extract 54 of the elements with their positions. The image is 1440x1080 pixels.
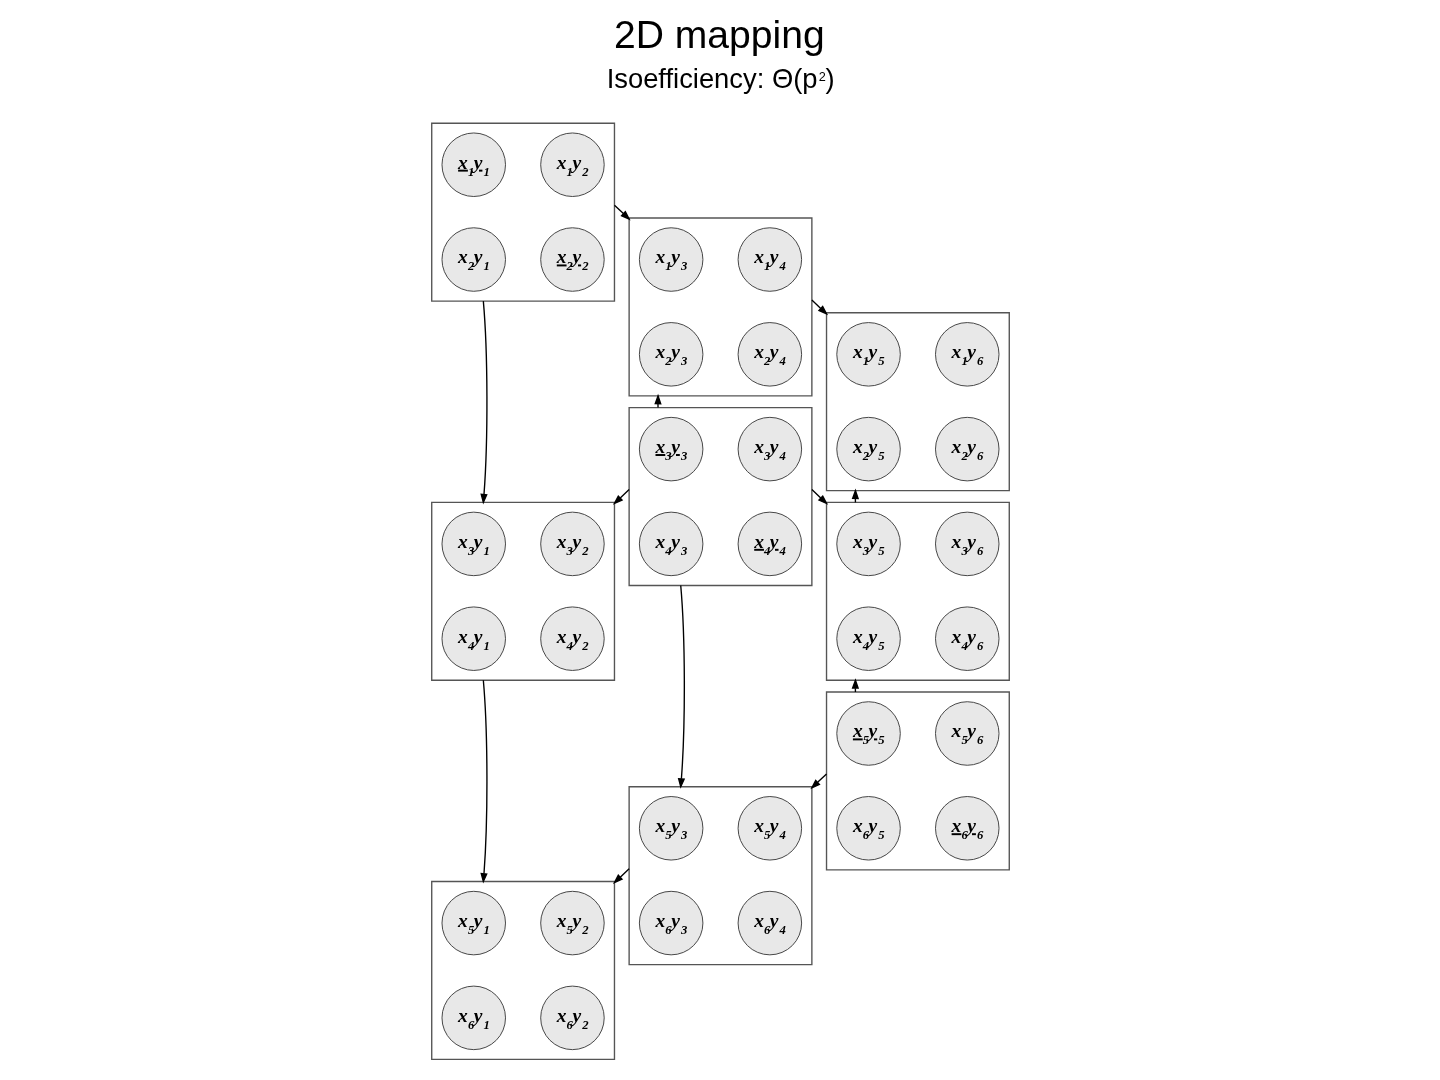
node-circle: x$_{5}$y$_{1}$: [441, 890, 506, 956]
node-circle: x$_{1}$y$_{2}$: [539, 132, 605, 197]
arrow: [612, 488, 630, 505]
node-circle: x$_{1}$y$_{4}$: [737, 227, 802, 292]
node-circle: x$_{2}$y$_{6}$: [934, 416, 999, 482]
arrow: [809, 773, 827, 790]
arrow: [479, 300, 488, 505]
arrow: [613, 204, 631, 221]
node-circle: x$_{6}$y$_{6}$: [934, 796, 999, 861]
node-circle: x$_{6}$y$_{1}$: [441, 985, 506, 1051]
node-circle: x$_{4}$y$_{5}$: [835, 606, 901, 671]
arrow: [677, 584, 685, 789]
arrow: [810, 299, 828, 316]
label: Isoefficiency: Θ(p$^{2}$): [606, 63, 835, 95]
node-circle: x$_{5}$y$_{2}$: [539, 890, 605, 956]
node-circle: x$_{4}$y$_{3}$: [638, 511, 703, 577]
node-circle: x$_{6}$y$_{4}$: [737, 890, 802, 956]
node-circle: x$_{6}$y$_{3}$: [638, 890, 703, 956]
node-circle: x$_{2}$y$_{4}$: [737, 322, 802, 387]
node-circle: x$_{1}$y$_{3}$: [638, 227, 703, 292]
node-circle: x$_{1}$y$_{6}$: [934, 322, 999, 387]
node-circle: x$_{4}$y$_{2}$: [539, 606, 605, 671]
arrow: [653, 393, 662, 409]
node-circle: x$_{1}$y$_{1}$: [441, 132, 506, 197]
node-circle: x$_{5}$y$_{6}$: [934, 701, 999, 766]
cluster: [825, 691, 1010, 871]
node-circle: x$_{3}$y$_{1}$: [441, 511, 506, 577]
node-circle: x$_{2}$y$_{5}$: [835, 416, 901, 482]
node-circle: x$_{3}$y$_{4}$: [737, 416, 802, 482]
node-circle: x$_{6}$y$_{2}$: [539, 985, 605, 1051]
node-circle: x$_{3}$y$_{3}$: [638, 416, 703, 482]
cluster: [430, 880, 615, 1061]
cluster: [430, 501, 615, 681]
cluster: [627, 406, 813, 587]
arrow: [810, 488, 828, 505]
node-circle: x$_{2}$y$_{2}$: [539, 227, 605, 292]
node-circle: x$_{4}$y$_{1}$: [441, 606, 506, 671]
cluster: [825, 501, 1010, 681]
diagram-title: 2D mapping: [613, 12, 825, 56]
cluster: [430, 122, 615, 302]
arrow: [612, 868, 630, 884]
arrow: [479, 679, 488, 884]
node-circle: x$_{3}$y$_{5}$: [835, 511, 901, 577]
node-circle: x$_{5}$y$_{5}$: [835, 701, 901, 766]
node-circle: x$_{5}$y$_{4}$: [737, 796, 802, 861]
node-circle: x$_{4}$y$_{4}$: [737, 511, 802, 577]
node-circle: x$_{6}$y$_{5}$: [835, 796, 901, 861]
node-circle: x$_{1}$y$_{5}$: [835, 322, 901, 387]
node-circle: x$_{2}$y$_{3}$: [638, 322, 703, 387]
cluster: [627, 217, 813, 397]
cluster: [825, 312, 1010, 492]
node-circle: x$_{2}$y$_{1}$: [441, 227, 506, 292]
cluster: [627, 786, 813, 966]
node-circle: x$_{4}$y$_{6}$: [934, 606, 999, 671]
